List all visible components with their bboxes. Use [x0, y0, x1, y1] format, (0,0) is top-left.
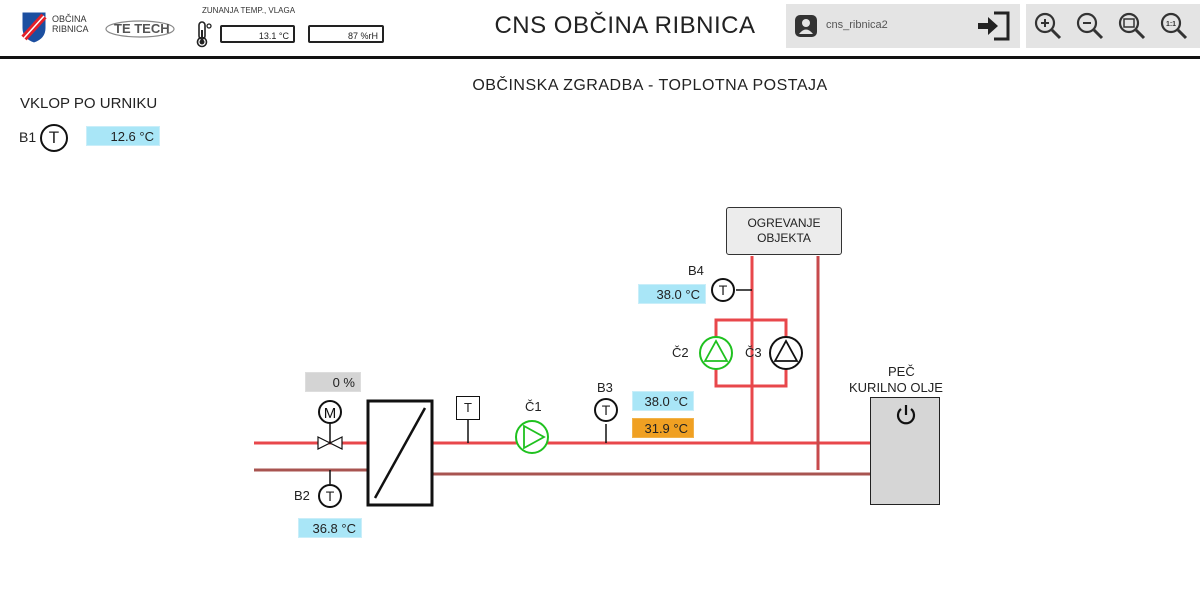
sensor-b3-value: 38.0 °C — [632, 391, 694, 411]
outdoor-humidity-value: 87 %rH — [308, 25, 384, 43]
zoom-out-icon[interactable] — [1074, 10, 1106, 42]
boiler-label-line1: PEČ — [888, 364, 915, 379]
logo-text-line2: RIBNICA — [52, 24, 89, 34]
sensor-b4-value: 38.0 °C — [638, 284, 706, 304]
zoom-toolbar: 1:1 — [1026, 4, 1200, 48]
user-icon[interactable] — [794, 14, 818, 38]
valve-position-value: 0 % — [305, 372, 361, 392]
header-bar: OBČINA RIBNICA TE TECH ZUNANJA TEMP., VL… — [0, 0, 1200, 58]
page-heading: OBČINSKA ZGRADBA - TOPLOTNA POSTAJA — [472, 77, 828, 94]
boiler-label-line2: KURILNO OLJE — [849, 380, 943, 395]
schedule-label: VKLOP PO URNIKU — [20, 95, 158, 112]
sensor-b2-icon[interactable]: T — [318, 484, 342, 508]
heating-label-line2: OBJEKTA — [757, 231, 811, 245]
outdoor-label: ZUNANJA TEMP., VLAGA — [202, 6, 296, 15]
valve-motor-symbol: M — [324, 405, 337, 422]
mixing-valve[interactable]: M — [317, 400, 343, 450]
boiler-box — [870, 397, 940, 505]
svg-text:TE TECH: TE TECH — [114, 21, 170, 36]
sensor-b3-icon[interactable]: T — [594, 398, 618, 422]
outdoor-temp-value: 13.1 °C — [220, 25, 295, 43]
zoom-reset-label: 1:1 — [1166, 21, 1176, 28]
logo-text-line1: OBČINA — [52, 14, 87, 24]
pump-c3[interactable] — [769, 336, 803, 370]
heating-object-box: OGREVANJE OBJEKTA — [726, 207, 842, 255]
zoom-reset-icon[interactable]: 1:1 — [1158, 10, 1190, 42]
user-name: cns_ribnica2 — [826, 19, 888, 31]
svg-text:1:1: 1:1 — [1166, 21, 1176, 28]
sensor-b4-label: B4 — [688, 263, 704, 278]
pump-c1-label: Č1 — [525, 399, 542, 414]
zoom-in-icon[interactable] — [1032, 10, 1064, 42]
thermometer-icon — [196, 21, 212, 48]
user-panel: cns_ribnica2 — [786, 4, 1020, 48]
sensor-b3-label: B3 — [597, 380, 613, 395]
power-icon[interactable] — [894, 403, 918, 427]
pump-c1[interactable] — [515, 420, 549, 454]
return-pipes — [254, 468, 870, 476]
partner-logo: TE TECH — [104, 14, 176, 40]
heat-exchanger — [366, 399, 434, 507]
thermostat-box[interactable]: T — [456, 396, 480, 420]
supply-pipes — [254, 256, 870, 445]
partner-logo-text: TE TECH — [114, 21, 170, 36]
sensor-b2-value: 36.8 °C — [298, 518, 362, 538]
sensor-b3-setpoint[interactable]: 31.9 °C — [632, 418, 694, 438]
svg-text:M: M — [324, 405, 337, 422]
sensor-b2-label: B2 — [294, 488, 310, 503]
sensor-b1-value: 12.6 °C — [86, 126, 160, 146]
sensor-b1-icon[interactable]: T — [40, 124, 68, 152]
zoom-fit-icon[interactable] — [1116, 10, 1148, 42]
coat-of-arms-icon — [21, 11, 47, 44]
municipality-logo: OBČINA RIBNICA — [20, 8, 90, 46]
heating-label-line1: OGREVANJE — [747, 216, 821, 230]
header-divider — [0, 56, 1200, 59]
sensor-b4-icon[interactable]: T — [711, 278, 735, 302]
pump-c2-label: Č2 — [672, 345, 689, 360]
pump-c3-label: Č3 — [745, 345, 762, 360]
app-title: CNS OBČINA RIBNICA — [494, 12, 756, 39]
sensor-b1-label: B1 — [19, 129, 37, 145]
pump-c2[interactable] — [699, 336, 733, 370]
logout-icon[interactable] — [976, 11, 1010, 41]
